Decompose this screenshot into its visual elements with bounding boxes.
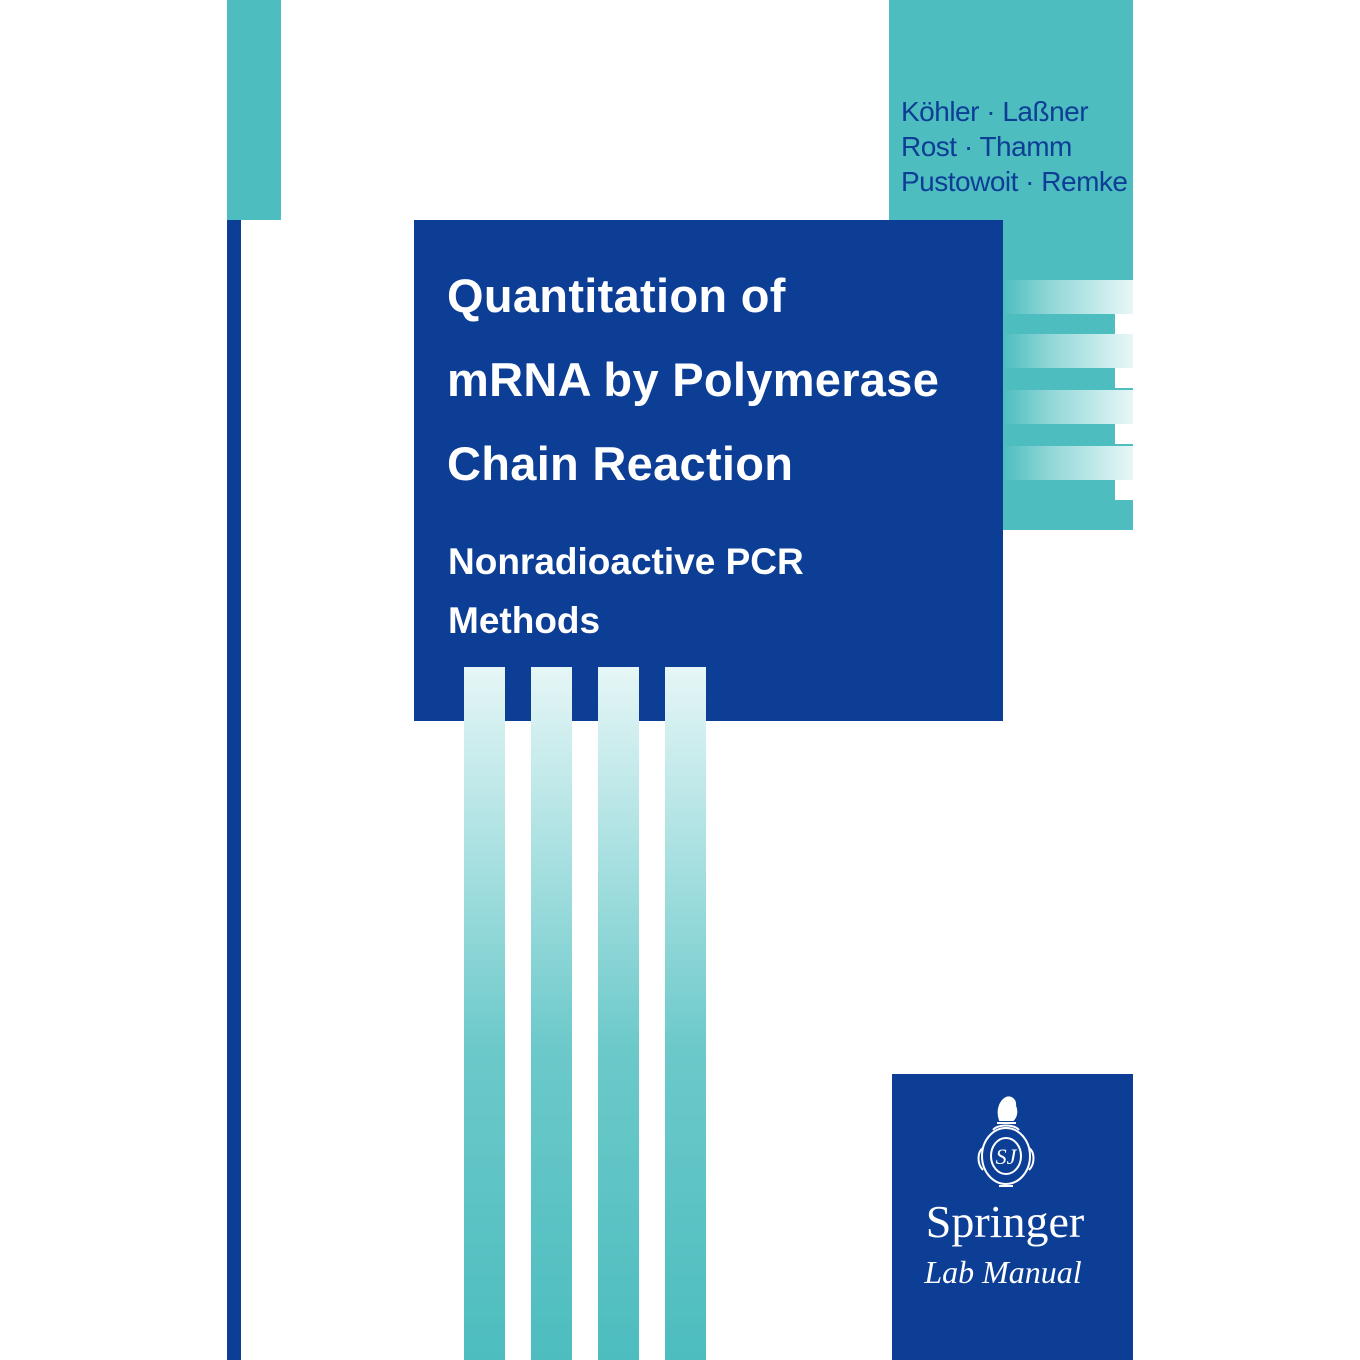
springer-knight-logo-icon: SJ	[977, 1096, 1035, 1187]
publisher-name: Springer	[925, 1196, 1085, 1247]
author-line-1: Köhler · Laßner	[901, 96, 1089, 127]
vertical-stripe	[598, 667, 639, 1360]
stripe-gap	[1115, 314, 1133, 334]
author-line-3: Pustowoit · Remke	[901, 166, 1128, 197]
subtitle-line-2: Methods	[448, 600, 601, 641]
author-list: Köhler · Laßner Rost · Thamm Pustowoit ·…	[901, 94, 1133, 199]
horizontal-stripe	[1003, 390, 1133, 424]
vertical-stripe	[531, 667, 572, 1360]
horizontal-stripe	[1003, 280, 1133, 314]
title-line-1: Quantitation of	[447, 269, 786, 322]
svg-text:SJ: SJ	[996, 1144, 1018, 1169]
stripe-gap	[1115, 424, 1133, 444]
book-subtitle: Nonradioactive PCR Methods	[448, 532, 988, 650]
horizontal-stripe	[1003, 334, 1133, 368]
series-name: Lab Manual	[924, 1254, 1082, 1290]
title-block	[414, 220, 1003, 721]
stripe-gap	[1115, 480, 1133, 500]
title-line-2: mRNA by Polymerase	[447, 353, 940, 406]
book-title: Quantitation of mRNA by Polymerase Chain…	[447, 254, 1007, 506]
title-line-3: Chain Reaction	[447, 437, 794, 490]
horizontal-stripe	[1003, 446, 1133, 480]
left-blue-strip	[227, 220, 241, 1360]
stripe-gap	[1115, 368, 1133, 388]
vertical-stripe	[464, 667, 505, 1360]
left-teal-strip	[227, 0, 281, 220]
vertical-stripe	[665, 667, 706, 1360]
subtitle-line-1: Nonradioactive PCR	[448, 541, 804, 582]
publisher-block	[892, 1074, 1133, 1360]
author-line-2: Rost · Thamm	[901, 131, 1072, 162]
